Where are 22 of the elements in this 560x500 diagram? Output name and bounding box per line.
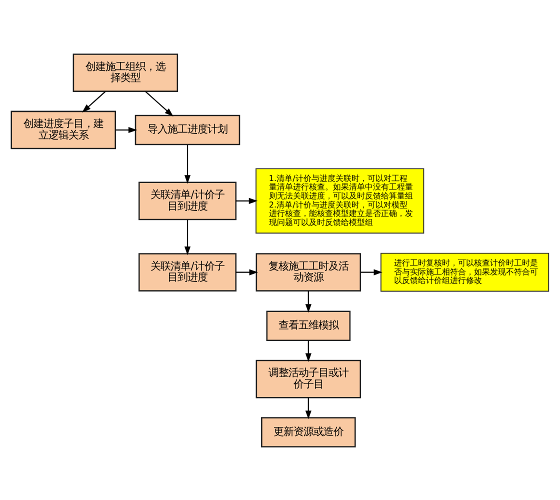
- node-box: 更新资源或造价: [261, 416, 356, 447]
- arrow: [82, 90, 106, 112]
- arrow: [116, 126, 138, 133]
- arrow: [184, 144, 191, 184]
- arrow: [360, 268, 382, 275]
- arrow: [184, 219, 191, 255]
- node-box: 复核施工工时及活动资源: [256, 252, 362, 291]
- arrow: [236, 197, 258, 204]
- node-box: 1.清单/计价与进度关联时，可以对工程量清单进行核查。如果清单中没有工程量则无法关联进度，可以及时反馈给算量组 2.清单/计价与进度关联时，可以对模型进行核查，能核查模型建立是否正确，发现问题可以及时反馈给模型组: [256, 168, 424, 234]
- node-box: 进行工时复核时，可以核查计价时工时是否与实际施工相符合，如果发现不符合可以反馈给计价组进行修改: [380, 252, 550, 292]
- arrow: [305, 290, 312, 312]
- node-box: 关联清单/计价子目到进度: [138, 252, 237, 291]
- node-box: 创建施工组织，选择类型: [72, 53, 178, 92]
- arrow: [305, 340, 312, 362]
- arrow: [236, 268, 258, 275]
- node-box: 调整活动子目或计价子目: [256, 359, 362, 398]
- node-box: 导入施工进度计划: [134, 114, 240, 145]
- node-box: 创建进度子目，建立逻辑关系: [10, 110, 116, 149]
- node-box: 查看五维模拟: [266, 310, 351, 341]
- arrow: [305, 397, 312, 419]
- node-box: 关联清单/计价子目到进度: [138, 181, 237, 220]
- arrow: [145, 90, 174, 116]
